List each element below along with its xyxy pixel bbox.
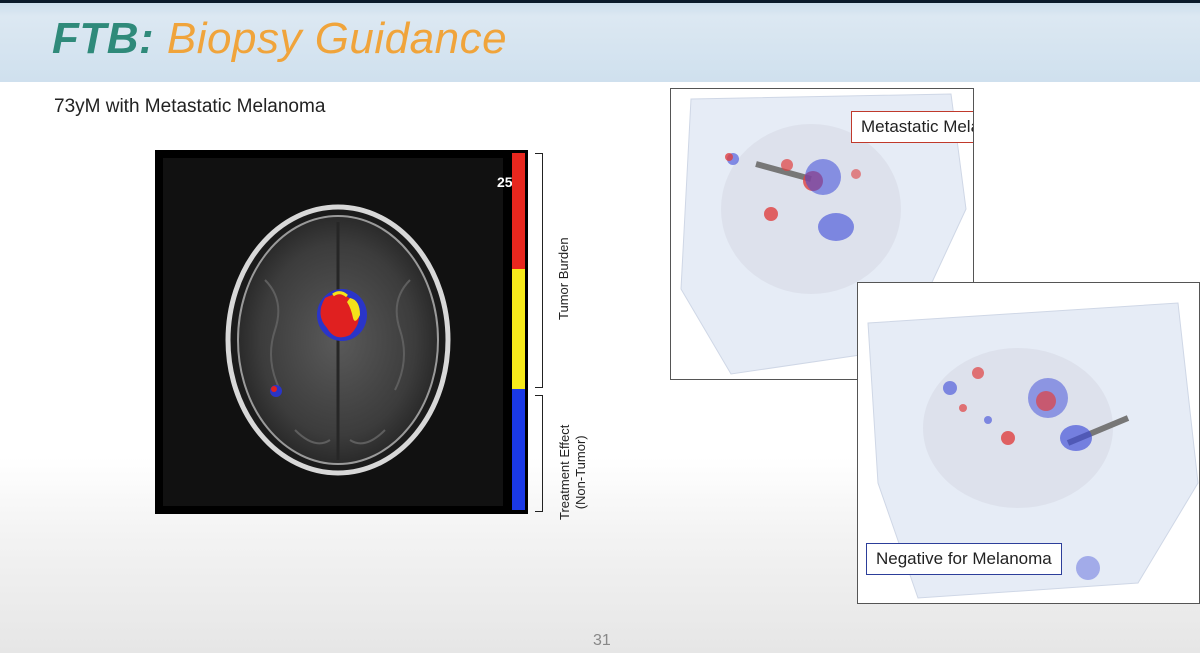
non-tumor-text: (Non-Tumor) xyxy=(573,435,588,510)
treatment-bracket xyxy=(535,395,543,512)
treatment-effect-label: Treatment Effect (Non-Tumor) xyxy=(557,425,589,520)
mri-scan-drawing xyxy=(163,158,503,506)
mri-image xyxy=(155,150,528,514)
title-rest: Biopsy Guidance xyxy=(154,14,508,63)
colorbar-red xyxy=(512,153,525,269)
bottom-3d-drawing xyxy=(867,302,1199,599)
metastatic-callout: Metastatic Melanoma xyxy=(851,111,973,143)
colorbar-yellow xyxy=(512,269,525,389)
treatment-effect-text: Treatment Effect xyxy=(557,424,572,520)
tumor-bracket xyxy=(535,153,543,388)
slide-title: FTB: Biopsy Guidance xyxy=(52,14,507,64)
page-number: 31 xyxy=(593,632,611,649)
negative-callout: Negative for Melanoma xyxy=(866,543,1062,575)
colorbar-blue xyxy=(512,389,525,510)
tumor-burden-label: Tumor Burden xyxy=(556,237,571,320)
slide-subtitle: 73yM with Metastatic Melanoma xyxy=(54,96,326,117)
colorbar xyxy=(512,153,525,510)
bottom-3d-panel: Negative for Melanoma xyxy=(857,282,1200,604)
scale-value: 25 xyxy=(497,174,513,190)
title-strong: FTB: xyxy=(52,14,155,63)
title-bar xyxy=(0,0,1200,82)
